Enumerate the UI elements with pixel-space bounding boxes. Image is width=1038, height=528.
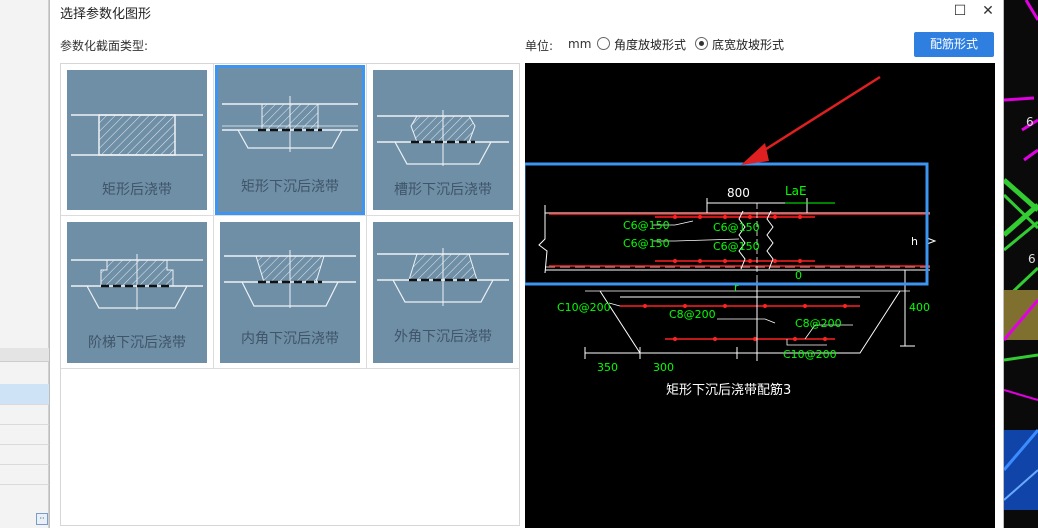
rebar-config-button[interactable]: 配筋形式 [914,32,994,57]
section-thumb-groove-sunken-post-cast[interactable]: 槽形下沉后浇带 [373,70,513,210]
select-parametric-shape-dialog: 选择参数化图形 ☐ ✕ 参数化截面类型: 单位: mm 角度放坡形式 底宽放坡形… [49,0,1004,528]
background-selected-row[interactable] [0,384,49,404]
rebar-label: C6@150 [713,240,760,253]
rebar-detail-drawing [525,75,937,361]
background-app-left: ·· [0,0,49,528]
section-label: 矩形下沉后浇带 [241,179,339,195]
background-row-divider [0,444,49,445]
radio-angle-slope[interactable] [597,37,610,50]
rebar-label: C6@150 [623,219,670,232]
section-cell[interactable]: 矩形下沉后浇带 [214,64,367,216]
section-thumb-inner-angle-sunken-post-cast[interactable]: 内角下沉后浇带 [220,222,360,363]
background-header-strip [0,348,49,362]
rebar-label: C10@200 [783,348,837,361]
section-thumb-outer-angle-sunken-post-cast[interactable]: 外角下沉后浇带 [373,222,513,363]
dim-400-label: 400 [909,301,930,314]
section-preview-canvas: 800 LaE h 0 400 r 350 300 C6@150 C6@150 … [525,63,995,528]
rebar-label: C8@200 [795,317,842,330]
dim-300-label: 300 [653,361,674,374]
background-cad-label: 6 [1026,115,1034,129]
section-thumb-rect-post-cast[interactable]: 矩形后浇带 [67,70,207,210]
dim-width-label: 800 [727,186,750,200]
radio-angle-slope-label[interactable]: 角度放坡形式 [614,38,687,52]
section-type-grid: 矩形后浇带 矩形下沉后浇带 [60,63,520,526]
section-thumb-rect-sunken-post-cast[interactable]: 矩形下沉后浇带 [215,65,365,215]
unit-value: mm [568,37,592,51]
section-cell[interactable]: 阶梯下沉后浇带 [61,216,214,369]
section-thumb-drawing [377,248,509,306]
background-cad-view: 6 6 [1004,0,1038,528]
section-cell[interactable]: 内角下沉后浇带 [214,216,367,369]
dim-lae-label: LaE [785,184,807,198]
rebar-label: C8@200 [669,308,716,321]
preview-caption: 矩形下沉后浇带配筋3 [666,383,792,398]
section-label: 矩形后浇带 [102,182,172,198]
more-options-button[interactable]: ·· [36,513,48,525]
section-label: 内角下沉后浇带 [241,331,339,347]
rebar-label: C6@150 [713,221,760,234]
dim-zero-label: 0 [795,269,802,282]
rebar-label: C10@200 [557,301,611,314]
close-icon[interactable]: ✕ [982,3,994,19]
background-row-divider [0,404,49,405]
radio-bottom-width-slope-label[interactable]: 底宽放坡形式 [712,38,785,52]
background-row-divider [0,484,49,485]
radio-bottom-width-slope[interactable] [695,37,708,50]
section-label: 槽形下沉后浇带 [394,182,492,198]
maximize-icon[interactable]: ☐ [953,3,967,19]
section-cell[interactable]: 外角下沉后浇带 [367,216,520,369]
section-cell[interactable]: 槽形下沉后浇带 [367,64,520,216]
background-row-divider [0,464,49,465]
dialog-title: 选择参数化图形 [60,7,152,22]
section-thumb-drawing [377,110,509,166]
dim-h-label: h [911,235,918,248]
section-label: 阶梯下沉后浇带 [88,335,186,351]
unit-label: 单位: [525,39,554,53]
background-row-divider [0,424,49,425]
section-thumb-drawing [71,254,203,310]
dim-r-label: r [734,281,739,294]
dim-350-label: 350 [597,361,618,374]
section-cell[interactable]: 矩形后浇带 [61,64,214,216]
section-thumb-drawing [71,114,203,156]
section-label: 外角下沉后浇带 [394,329,492,345]
section-thumb-stepped-sunken-post-cast[interactable]: 阶梯下沉后浇带 [67,222,207,363]
rebar-label: C6@150 [623,237,670,250]
section-thumb-drawing [224,250,356,308]
section-type-label: 参数化截面类型: [60,39,149,53]
background-cad-label: 6 [1028,252,1036,266]
section-thumb-drawing [222,96,358,152]
